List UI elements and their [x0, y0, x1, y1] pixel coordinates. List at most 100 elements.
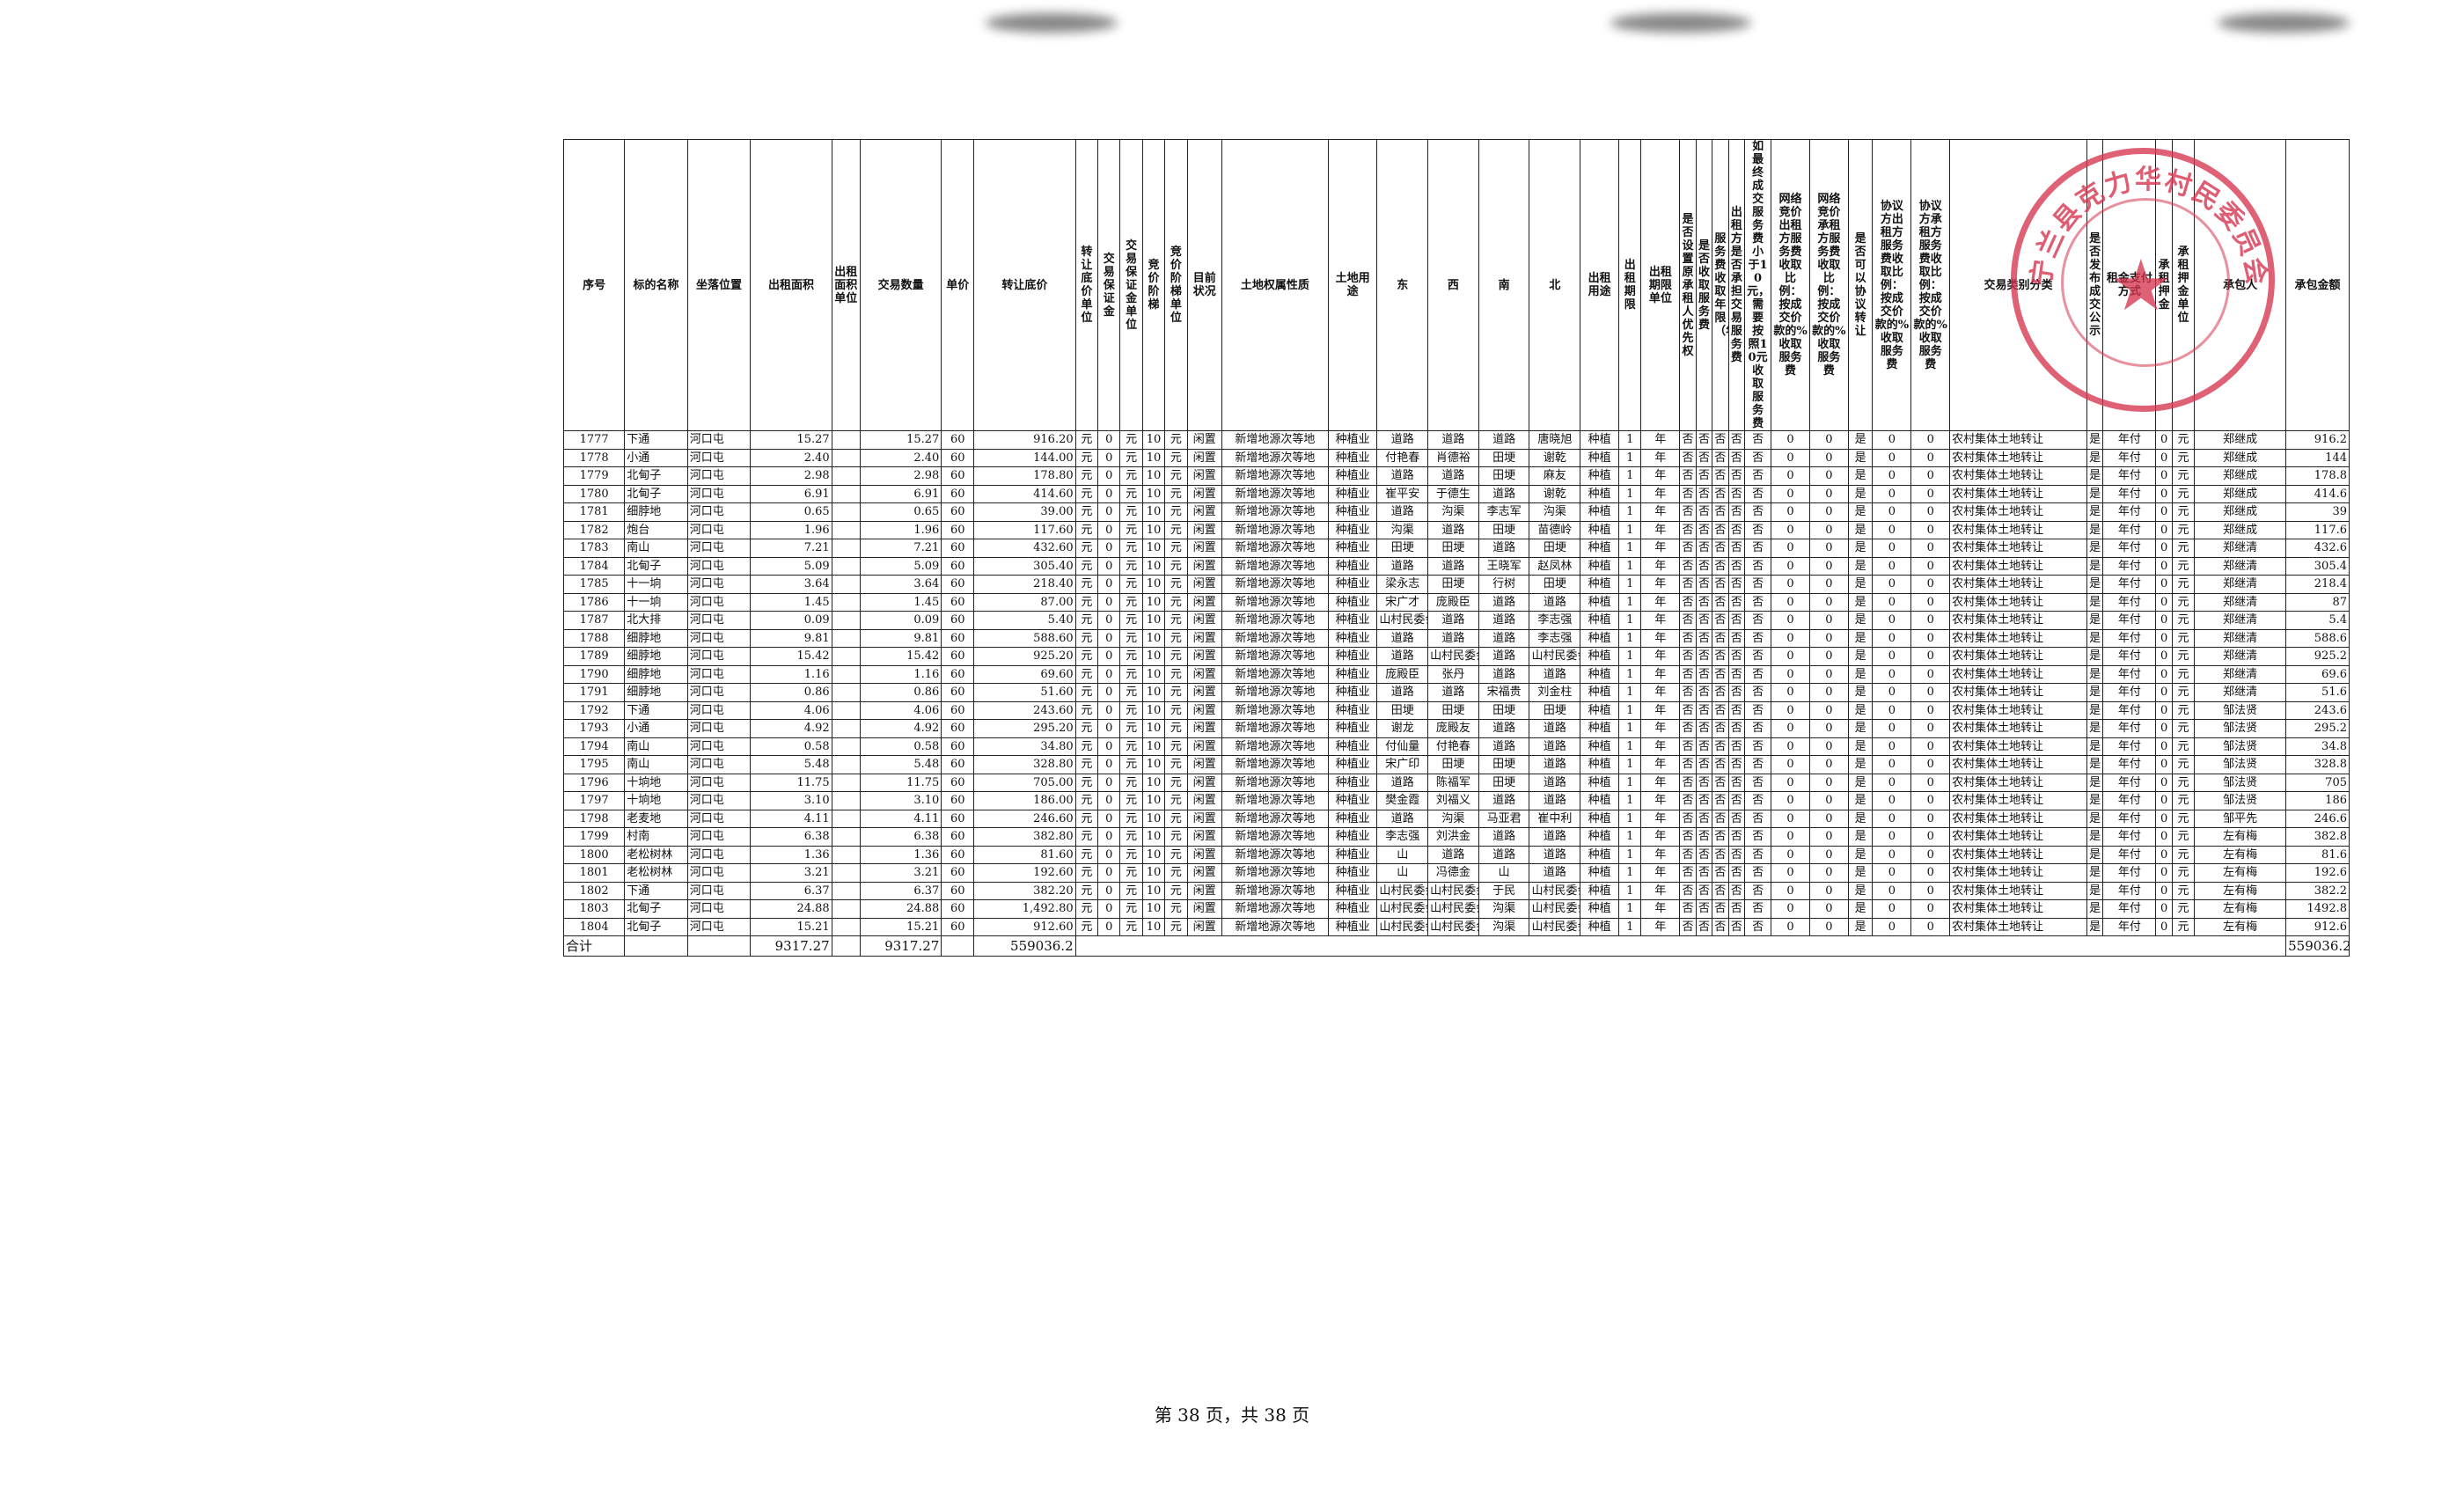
- table-cell: 下通: [624, 430, 688, 450]
- table-cell: 否: [1727, 484, 1746, 503]
- table-cell: 闲置: [1186, 683, 1222, 702]
- table-cell: 否: [1744, 466, 1772, 486]
- table-cell: 10: [1141, 773, 1166, 792]
- table-cell: 是: [1847, 719, 1874, 738]
- table-cell: 河口屯: [686, 575, 752, 594]
- table-cell: 元: [1074, 737, 1099, 756]
- table-cell: 0: [1097, 484, 1121, 503]
- table-cell: 闲置: [1186, 611, 1222, 630]
- column-header: 目前状况: [1186, 139, 1222, 431]
- table-cell: [831, 647, 861, 666]
- table-cell: 闲置: [1186, 845, 1222, 864]
- table-cell: 年: [1640, 845, 1681, 864]
- table-cell: 细脖地: [624, 664, 688, 684]
- table-cell: 种植业: [1327, 520, 1378, 539]
- table-cell: 年: [1640, 881, 1681, 900]
- table-cell: 元: [1164, 484, 1188, 503]
- table-cell: 河口屯: [686, 700, 752, 720]
- table-cell: 年付: [2102, 502, 2157, 522]
- table-cell: 是: [2086, 430, 2104, 450]
- table-cell: 否: [1695, 683, 1713, 702]
- table-cell: 付艳春: [1376, 448, 1429, 467]
- table-cell: 道路: [1376, 809, 1429, 828]
- table-cell: 种植业: [1327, 700, 1378, 720]
- table-cell: 农村集体土地转让: [1949, 448, 2087, 467]
- table-cell: 0: [1097, 575, 1121, 594]
- table-cell: 0: [1872, 700, 1912, 720]
- table-cell: 10: [1141, 664, 1166, 684]
- table-cell: 0: [2155, 466, 2173, 486]
- table-cell: 是: [2086, 448, 2104, 467]
- table-cell: 否: [1712, 484, 1729, 503]
- table-cell: 道路: [1529, 737, 1581, 756]
- table-cell: 0: [1910, 809, 1951, 828]
- table-cell: 否: [1744, 520, 1772, 539]
- table-cell: 谢龙: [1376, 719, 1429, 738]
- table-cell: 否: [1695, 520, 1713, 539]
- table-cell: 新增地源次等地: [1221, 773, 1329, 792]
- table-cell: 0: [1808, 863, 1849, 883]
- table-cell: 否: [1695, 809, 1713, 828]
- table-cell: 是: [2086, 899, 2104, 919]
- column-header: 出租面积单位: [831, 139, 861, 431]
- table-cell: 0: [1771, 502, 1810, 522]
- table-cell: [831, 863, 861, 883]
- table-cell: 年: [1640, 827, 1681, 847]
- table-cell: 0: [1872, 899, 1912, 919]
- table-cell: 1793: [562, 719, 626, 738]
- table-cell: 年付: [2102, 430, 2157, 450]
- column-header: 交易保证金: [1097, 139, 1121, 431]
- table-cell: 1.96: [750, 520, 832, 539]
- table-cell: 北甸子: [624, 466, 688, 486]
- table-cell: 道路: [1478, 611, 1530, 630]
- table-cell: 192.6: [2285, 863, 2350, 883]
- table-cell: 元: [1074, 683, 1099, 702]
- table-cell: 60: [941, 430, 975, 450]
- table-cell: 年付: [2102, 845, 2157, 864]
- table-cell: 郑继清: [2194, 539, 2287, 558]
- table-cell: 新增地源次等地: [1221, 539, 1329, 558]
- table-cell: 元: [2171, 700, 2196, 720]
- table-cell: 否: [1695, 556, 1713, 576]
- table-cell: 1.36: [750, 845, 832, 864]
- table-cell: 老松树林: [624, 863, 688, 883]
- table-cell: 农村集体土地转让: [1949, 881, 2087, 900]
- table-cell: 是: [1847, 683, 1874, 702]
- table-cell: 5.4: [2285, 611, 2350, 630]
- table-cell: 种植业: [1327, 556, 1378, 576]
- table-cell: 农村集体土地转让: [1949, 556, 2087, 576]
- table-cell: 河口屯: [686, 628, 752, 648]
- table-cell: 农村集体土地转让: [1949, 917, 2087, 936]
- table-cell: 否: [1679, 611, 1697, 630]
- table-cell: 否: [1679, 539, 1697, 558]
- table-cell: 新增地源次等地: [1221, 575, 1329, 594]
- table-cell: 农村集体土地转让: [1949, 791, 2087, 810]
- table-cell: 年: [1640, 737, 1681, 756]
- table-cell: 种植: [1580, 737, 1620, 756]
- table-cell: 0: [1910, 484, 1951, 503]
- table-cell: 付艳春: [1427, 737, 1479, 756]
- table-cell: 田埂: [1376, 700, 1429, 720]
- table-cell: 山: [1478, 863, 1530, 883]
- table-cell: 0: [1910, 845, 1951, 864]
- table-cell: 麻友: [1529, 466, 1581, 486]
- table-cell: 田埂: [1529, 575, 1581, 594]
- table-cell: 2.40: [750, 448, 832, 467]
- table-cell: 是: [2086, 881, 2104, 900]
- table-cell: 0: [1097, 611, 1121, 630]
- table-cell: 60: [941, 664, 975, 684]
- table-cell: 0: [1808, 664, 1849, 684]
- table-cell: 否: [1744, 556, 1772, 576]
- table-cell: 郑继清: [2194, 683, 2287, 702]
- table-cell: 246.6: [2285, 809, 2350, 828]
- table-cell: 元: [1119, 647, 1143, 666]
- table-cell: 郑继清: [2194, 628, 2287, 648]
- table-cell: 河口屯: [686, 647, 752, 666]
- column-header: 交易数量: [859, 139, 942, 431]
- table-cell: 种植业: [1327, 737, 1378, 756]
- table-cell: 田埂: [1478, 520, 1530, 539]
- table-cell: [831, 539, 861, 558]
- table-cell: 0: [2155, 448, 2173, 467]
